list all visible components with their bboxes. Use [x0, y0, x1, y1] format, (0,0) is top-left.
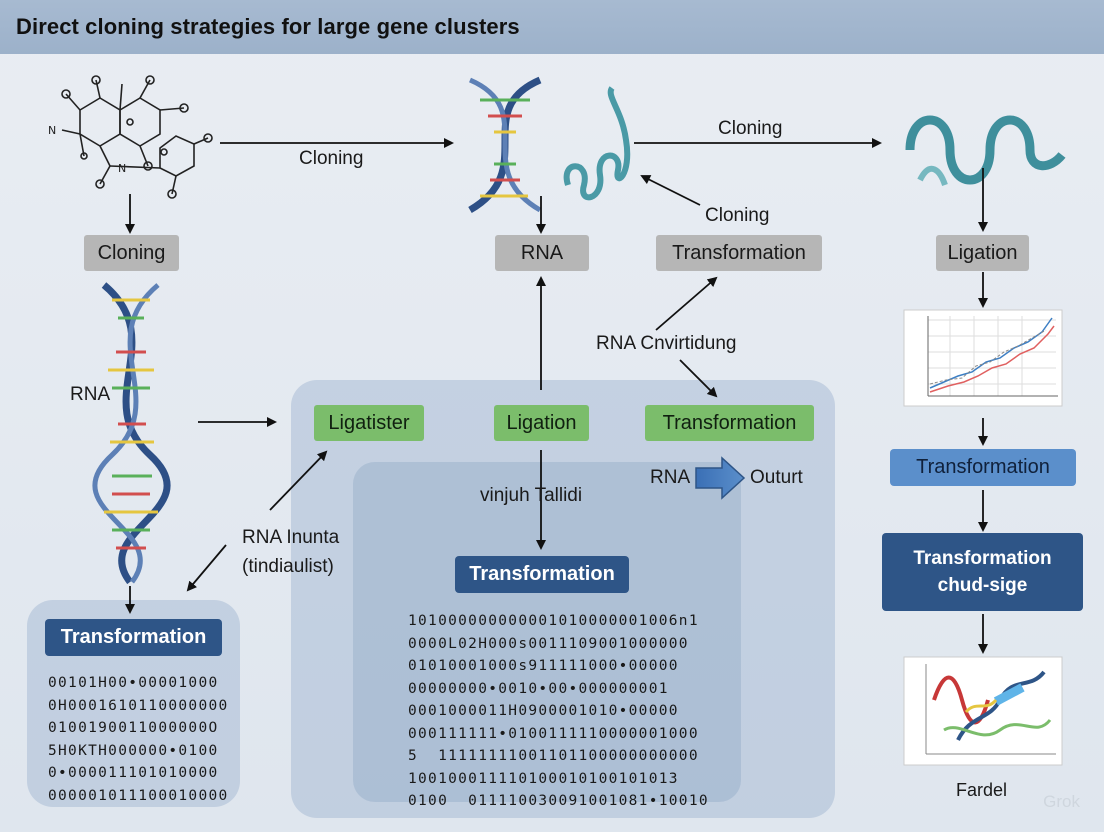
binary-line: 0H0001610110000000: [48, 697, 229, 714]
fardel-caption: Fardel: [956, 780, 1008, 800]
line-chart-thumbnail-icon: [903, 309, 1063, 407]
protein-coil-icon-top: [563, 86, 631, 201]
binary-line: 0000L02H000s0011109001000000: [408, 635, 689, 652]
rna-input-label-line2: (tindiaulist): [242, 556, 334, 577]
binary-line: 101000000000001010000001006n1: [408, 613, 699, 629]
transformation-box-top: Transformation: [656, 235, 822, 271]
page-title: Direct cloning strategies for large gene…: [16, 14, 520, 39]
binary-line: 0100 011110030091001081•10010: [408, 793, 709, 809]
transformation-box-center: Transformation: [455, 556, 629, 593]
binary-block-left: 00101H00•00001000 0H0001610110000000 010…: [48, 672, 229, 807]
binary-line: 100100011110100010100101013: [408, 770, 679, 787]
output-block-arrow-icon: [695, 456, 746, 500]
binary-line: 0100190011000000O: [48, 720, 219, 736]
rna-label-left: RNA: [70, 384, 111, 405]
binary-line: 5 11111111001101100000000000: [408, 748, 699, 764]
cloning-arrow-label-2: Cloning: [718, 118, 783, 139]
dna-helix-icon-left: [92, 282, 171, 585]
ligatister-box: Ligatister: [314, 405, 424, 441]
grok-watermark: Grok: [1043, 792, 1080, 811]
vinjuh-label: vinjuh Tallidi: [480, 485, 583, 506]
svg-text:N: N: [118, 162, 126, 175]
center-inner-panel: [353, 462, 741, 802]
cloning-arrow-label-1: Cloning: [299, 148, 364, 169]
binary-line: 00101H00•00001000: [48, 675, 219, 691]
binary-line: 0001000011H0900001010•00000: [408, 703, 679, 719]
cloning-box: Cloning: [84, 235, 179, 271]
transformation-chud-line2: chud-sige: [937, 575, 1028, 596]
chemical-structure-icon: [61, 75, 213, 199]
transformation-box-left: Transformation: [45, 619, 222, 656]
rna-conversion-label: RNA Cnvirtidung: [596, 333, 737, 354]
ligation-box-center: Ligation: [494, 405, 589, 441]
title-bar: Direct cloning strategies for large gene…: [0, 0, 1104, 54]
binary-line: 000111111•0100111110000001000: [408, 725, 699, 742]
transformation-box-green: Transformation: [645, 405, 814, 441]
ligation-box-top-right: Ligation: [936, 235, 1029, 271]
binary-line: 0•000011101010000: [48, 765, 219, 781]
output-label: Outurt: [750, 467, 803, 488]
flow-arrows: [125, 138, 988, 654]
transformation-box-right: Transformation: [890, 449, 1076, 486]
center-panel: [291, 380, 835, 818]
rna-input-label-line1: RNA Inunta: [242, 527, 340, 548]
transformation-chud-line1: Transformation: [913, 548, 1052, 569]
binary-line: 01010001000s911111000•00000: [408, 658, 679, 674]
protein-ribbon-icon-top-right: [905, 115, 1066, 187]
cloning-back-arrow-label: Cloning: [705, 205, 770, 226]
dna-helix-icon-top: [468, 76, 542, 214]
binary-line: 5H0KTH000000•0100: [48, 742, 219, 759]
transformation-chud-sige-box: Transformation chud-sige: [882, 533, 1083, 611]
svg-text:N: N: [48, 124, 56, 137]
protein-structure-thumbnail-icon: [903, 656, 1063, 766]
binary-line: 000001011100010000: [48, 787, 229, 804]
binary-block-center: 101000000000001010000001006n1 0000L02H00…: [408, 610, 709, 813]
rna-box-top: RNA: [495, 235, 589, 271]
binary-line: 00000000•0010•00•000000001: [408, 680, 669, 697]
rna-output-label: RNA: [650, 467, 691, 488]
